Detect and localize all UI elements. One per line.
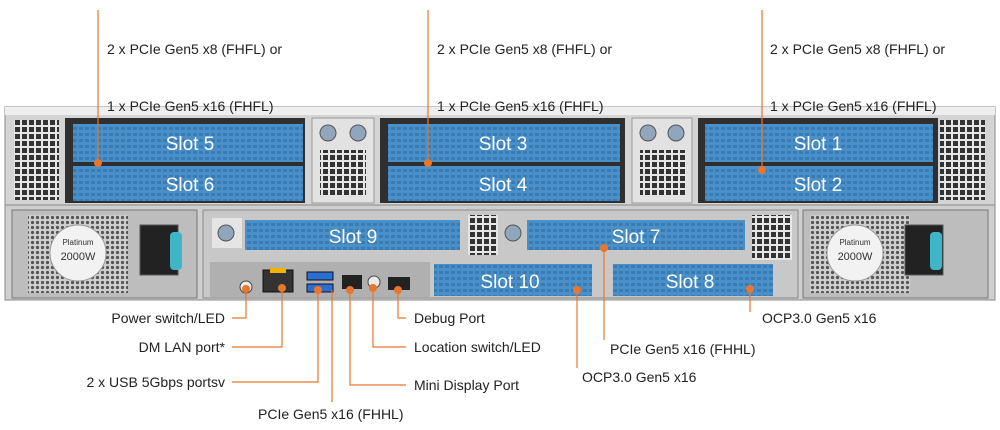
psu-watt: 2000W: [61, 251, 96, 263]
callout-line1: 2 x PCIe Gen5 x8 (FHFL) or: [770, 41, 946, 57]
slot-7: [527, 220, 745, 250]
slot-3-label: Slot 3: [479, 134, 528, 155]
slot-5: [73, 124, 303, 162]
slot-8: [613, 264, 773, 296]
slot-8-label: Slot 8: [666, 272, 715, 293]
label-debug-port: Debug Port: [414, 310, 485, 326]
slot-7-label: Slot 7: [612, 227, 661, 248]
usb-port[interactable]: [306, 271, 334, 281]
label-mini-display-port: Mini Display Port: [414, 377, 520, 393]
label-pcie-fhhl-right: PCIe Gen5 x16 (FHHL): [610, 341, 756, 357]
label-ocp-mid: OCP3.0 Gen5 x16: [582, 369, 697, 385]
slot-4-label: Slot 4: [479, 175, 528, 196]
callout-line1: 2 x PCIe Gen5 x8 (FHFL) or: [107, 41, 283, 57]
label-ocp-right: OCP3.0 Gen5 x16: [762, 310, 877, 326]
slot-3: [388, 124, 620, 162]
slot-1: [705, 124, 933, 162]
label-dm-lan: DM LAN port*: [138, 339, 225, 355]
label-usb: 2 x USB 5Gbps portsv: [86, 374, 225, 390]
slot-6: [73, 166, 303, 201]
psu-brand: Platinum: [839, 238, 870, 247]
callout-top-right: 2 x PCIe Gen5 x8 (FHFL) or 1 x PCIe Gen5…: [770, 2, 945, 135]
slot-2-label: Slot 2: [794, 175, 843, 196]
thumbscrew-icon[interactable]: [667, 124, 685, 142]
callout-line2: 1 x PCIe Gen5 x16 (FHFL): [437, 98, 604, 114]
thumbscrew-icon[interactable]: [639, 124, 657, 142]
thumbscrew-icon[interactable]: [217, 224, 235, 242]
slot-9-label: Slot 9: [329, 227, 378, 248]
callout-top-center: 2 x PCIe Gen5 x8 (FHFL) or 1 x PCIe Gen5…: [437, 2, 612, 135]
thumbscrew-icon[interactable]: [319, 124, 337, 142]
callout-top-left: 2 x PCIe Gen5 x8 (FHFL) or 1 x PCIe Gen5…: [107, 2, 282, 135]
slot-1-label: Slot 1: [794, 134, 843, 155]
thumbscrew-icon[interactable]: [504, 224, 522, 242]
mini-display-port[interactable]: [342, 275, 362, 289]
debug-port[interactable]: [388, 277, 410, 290]
slot-4: [388, 166, 620, 201]
thumbscrew-icon[interactable]: [349, 124, 367, 142]
callout-line2: 1 x PCIe Gen5 x16 (FHFL): [107, 98, 274, 114]
slot-10-label: Slot 10: [480, 272, 539, 293]
psu-brand: Platinum: [62, 238, 93, 247]
slot-9: [245, 220, 460, 250]
slot-2: [705, 166, 933, 201]
slot-5-label: Slot 5: [166, 134, 215, 155]
psu-watt: 2000W: [838, 251, 873, 263]
slot-6-label: Slot 6: [166, 175, 215, 196]
dm-lan-port[interactable]: [262, 269, 294, 293]
callout-line2: 1 x PCIe Gen5 x16 (FHFL): [770, 98, 937, 114]
label-power-switch: Power switch/LED: [111, 310, 225, 326]
label-pcie-fhhl-left: PCIe Gen5 x16 (FHHL): [258, 406, 404, 422]
callout-line1: 2 x PCIe Gen5 x8 (FHFL) or: [437, 41, 613, 57]
slot-10: [434, 264, 592, 296]
label-location-switch: Location switch/LED: [414, 339, 541, 355]
